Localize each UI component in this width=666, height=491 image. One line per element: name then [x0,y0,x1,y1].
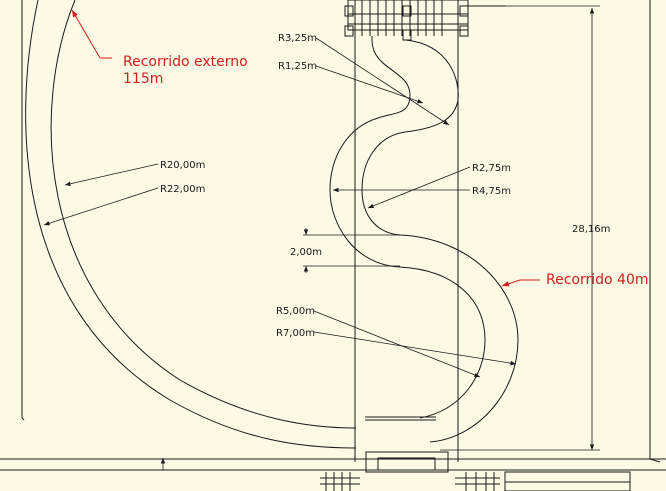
external-route-annotation: Recorrido externo 115m [71,9,248,87]
height-label: 28,16m [572,224,610,235]
radius-label-7: R7,00m [276,328,315,339]
external-route-length: 115m [123,71,163,87]
radius-leaders [43,37,517,378]
gap-label-2: 2,00m [290,247,322,258]
platform-bar [365,416,436,421]
central-guides [354,0,459,462]
radius-label-4-75: R4,75m [472,186,511,197]
external-route-label: Recorrido externo [123,54,248,70]
radius-label-20: R20,00m [160,160,205,171]
outer-loop-track [25,0,357,449]
radius-label-1-25: R1,25m [278,61,317,72]
serpentine-track [329,36,519,443]
height-dimension [440,5,600,451]
radius-label-22: R22,00m [160,184,205,195]
bottom-structure [320,451,631,491]
radius-label-2-75: R2,75m [472,163,511,174]
frame-lines [0,0,666,471]
top-structure [344,0,506,41]
route-40-label: Recorrido 40m [546,272,648,288]
radius-label-5: R5,00m [276,306,315,317]
radius-label-3-25: R3,25m [278,33,317,44]
route-40-annotation: Recorrido 40m [501,272,648,288]
gap-dimension [303,228,400,273]
